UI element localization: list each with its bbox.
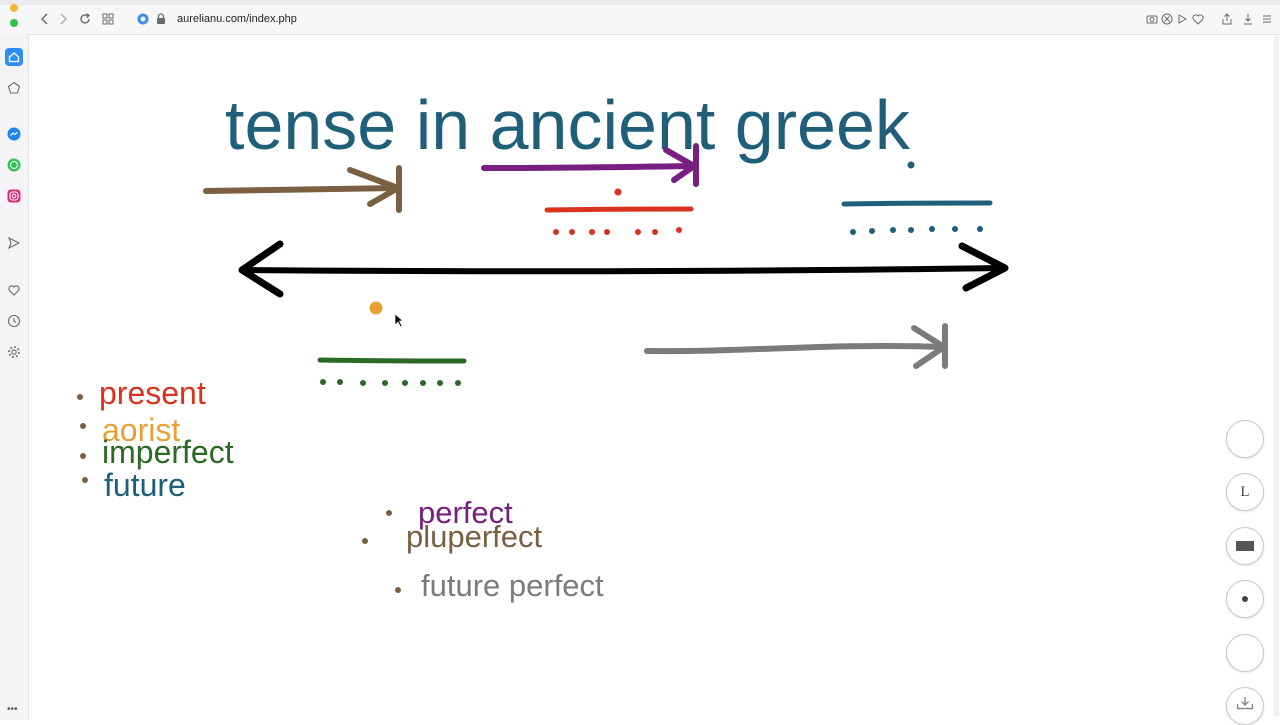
more-options-icon[interactable]: •••	[7, 704, 18, 715]
instagram-icon[interactable]	[7, 189, 21, 203]
legend-bullet	[82, 477, 88, 483]
imperfect-dotted-line	[320, 379, 461, 386]
block-icon[interactable]	[1160, 12, 1174, 26]
heart-icon[interactable]	[1191, 12, 1205, 26]
page-title: tense in ancient greek	[225, 86, 910, 164]
perfect-arrow	[481, 163, 697, 171]
legend-present: present	[99, 375, 206, 411]
future-dotted-line	[850, 226, 983, 235]
legend-bullet	[77, 394, 83, 400]
download-tray-icon	[1236, 697, 1254, 710]
rectangle-icon	[1236, 541, 1254, 551]
send-icon[interactable]	[7, 236, 21, 250]
dot-tool-button[interactable]	[1226, 580, 1264, 618]
color-picker-button[interactable]	[1226, 420, 1264, 458]
pluperfect-arrowhead	[347, 165, 402, 213]
download-tool-button[interactable]	[1226, 687, 1264, 725]
lock-icon	[154, 12, 168, 26]
whatsapp-icon[interactable]	[7, 158, 21, 172]
favorites-heart-icon[interactable]	[7, 283, 21, 297]
camera-icon[interactable]	[1145, 12, 1159, 26]
site-shield-icon[interactable]	[136, 12, 150, 26]
legend-perfect: perfect	[418, 495, 513, 530]
present-line	[544, 206, 694, 213]
home-icon[interactable]	[5, 48, 23, 66]
present-dotted-line	[553, 227, 682, 235]
pluperfect-arrow	[203, 185, 401, 194]
eraser-tool-button[interactable]	[1226, 634, 1264, 672]
legend-bullet	[80, 453, 86, 459]
text-tool-label: L	[1240, 483, 1250, 500]
legend-bullet	[395, 587, 401, 593]
legend-bullet	[362, 538, 368, 544]
messenger-icon[interactable]	[7, 127, 21, 141]
tab-strip	[0, 0, 1280, 5]
settings-gear-icon[interactable]	[7, 345, 21, 359]
future-perfect-arrow	[644, 342, 947, 355]
legend-pluperfect: pluperfect	[406, 519, 543, 554]
legend-imperfect: imperfect	[102, 434, 234, 470]
dot-icon	[1242, 596, 1248, 602]
whiteboard-canvas[interactable]: tense in ancient greek	[29, 35, 1280, 720]
history-clock-icon[interactable]	[7, 314, 21, 328]
future-dot	[907, 161, 915, 169]
browser-sidebar: •••	[0, 34, 29, 720]
cube-icon[interactable]	[7, 81, 21, 95]
play-icon[interactable]	[1175, 12, 1189, 26]
reload-icon[interactable]	[78, 12, 92, 26]
tense-diagram	[203, 143, 1009, 386]
browser-toolbar: aurelianu.com/index.php	[0, 0, 1280, 35]
minimize-window-icon[interactable]	[10, 4, 18, 12]
page-scrollbar[interactable]	[1274, 36, 1279, 716]
address-bar[interactable]: aurelianu.com/index.php	[177, 13, 297, 25]
text-tool-button[interactable]: L	[1226, 473, 1264, 511]
legend-future: future	[104, 467, 186, 503]
legend-bullet	[80, 423, 86, 429]
future-line	[841, 200, 993, 207]
legend-future-perfect: future perfect	[421, 568, 604, 603]
back-icon[interactable]	[38, 12, 52, 26]
timeline-right-arrowhead	[958, 242, 1009, 292]
tabs-grid-icon[interactable]	[101, 12, 115, 26]
forward-icon[interactable]	[56, 12, 70, 26]
present-dot	[614, 188, 622, 196]
future-perfect-arrowhead	[911, 323, 948, 369]
legend-aorist: aorist	[102, 412, 181, 448]
mouse-cursor-icon	[394, 313, 404, 328]
download-icon[interactable]	[1241, 12, 1255, 26]
aorist-dot	[369, 301, 383, 315]
legend-bullet	[386, 510, 392, 516]
maximize-window-icon[interactable]	[10, 19, 18, 27]
menu-icon[interactable]	[1260, 12, 1274, 26]
perfect-arrowhead	[663, 143, 699, 187]
timeline-left-arrowhead	[238, 240, 284, 298]
timeline-line	[239, 265, 1008, 275]
rectangle-tool-button[interactable]	[1226, 527, 1264, 565]
imperfect-line	[317, 357, 467, 364]
share-icon[interactable]	[1220, 12, 1234, 26]
